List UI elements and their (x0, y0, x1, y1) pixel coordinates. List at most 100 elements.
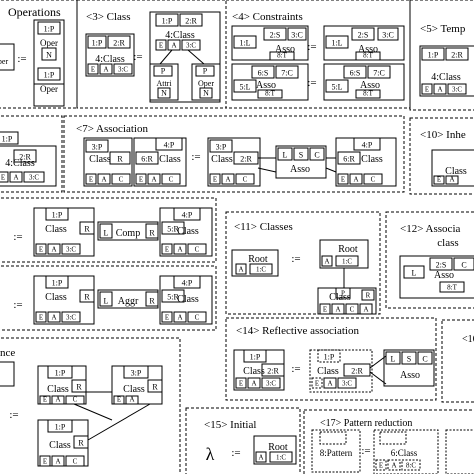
label-labels.a: A (55, 458, 60, 466)
connector-dep-3 (87, 403, 151, 441)
node-box-59 (85, 139, 109, 153)
title-classes: <11> Classes (234, 221, 293, 233)
label-labels.a: A (324, 258, 329, 266)
node-box-54 (13, 149, 37, 163)
label-labels.p1: 1:P (250, 353, 261, 362)
node-box-140 (403, 265, 425, 279)
label-labels.assign: := (231, 447, 240, 459)
label-labels.r2: 2:R (113, 39, 125, 48)
node-box-158 (401, 351, 417, 365)
label-labels.r6: 6:R (343, 155, 355, 164)
node-box-125 (249, 263, 273, 275)
node-box-175 (39, 455, 51, 467)
label-labels.c3: 3:C (66, 314, 76, 322)
node-box-15 (155, 39, 167, 51)
node-box-34 (377, 27, 399, 41)
label-labels.per: per (0, 57, 8, 66)
panel-composition (0, 197, 217, 263)
node-box-3 (41, 47, 57, 61)
title-template: <5> Temp (420, 23, 466, 35)
title-operations: Operations (8, 5, 61, 19)
node-box-185 (375, 459, 387, 471)
label-labels.class: Class (123, 384, 145, 395)
node-box-29 (287, 27, 307, 41)
label-labels.r: R (149, 297, 155, 306)
node-box-57 (23, 171, 45, 183)
label-labels.s6: 6:S (258, 69, 269, 78)
label-labels.r2: 2:R (451, 51, 463, 60)
label-labels.t8: 8:T (447, 284, 457, 292)
node-box-10 (99, 63, 113, 75)
label-labels.p1: 1:P (44, 71, 55, 80)
label-labels.asso: Asso (358, 44, 378, 55)
label-labels.p4: 4:P (182, 279, 193, 288)
label-labels.s2: 2:S (436, 261, 447, 270)
label-labels.c7: 7:C (373, 69, 385, 78)
label-labels.s: S (407, 355, 411, 364)
label-labels.c3: 3:C (291, 31, 303, 40)
label-labels.r2: 2:R (185, 17, 197, 26)
label-labels.e: E (165, 314, 169, 322)
panel-assoc-class (385, 211, 474, 309)
node-box-28 (263, 27, 287, 41)
panel-initial (185, 407, 301, 474)
node-box-33 (351, 27, 375, 41)
node-box-53 (0, 145, 57, 187)
node-box-79 (277, 147, 293, 161)
node-box-151 (311, 377, 323, 389)
node-box-27 (233, 35, 257, 49)
label-labels.a: A (101, 176, 106, 184)
label-labels.class4: 4:Class (95, 54, 125, 65)
label-labels.oper: Oper (40, 38, 58, 48)
label-labels.assign: := (191, 151, 200, 163)
label-labels.s: S (299, 151, 303, 160)
label-labels.c3: 3:C (66, 246, 76, 254)
node-box-7 (87, 35, 107, 49)
node-box-50 (433, 83, 447, 95)
node-box-109 (45, 275, 69, 289)
node-box-4 (37, 67, 61, 81)
label-labels.a: A (449, 176, 454, 184)
node-box-35 (355, 51, 381, 61)
label-labels.class: Class (49, 440, 71, 451)
label-labels.asso: Asso (256, 80, 276, 91)
label-labels.p1: 1:P (162, 17, 173, 26)
node-box-43 (343, 65, 367, 79)
node-box-44 (367, 65, 391, 79)
node-box-17 (181, 39, 201, 51)
label-labels.e: E (379, 462, 383, 470)
label-labels.c3: 3:C (266, 380, 276, 388)
node-box-22 (157, 87, 171, 99)
label-labels.assign: := (9, 409, 18, 421)
title-inheritance: <10> Inhe (420, 129, 466, 141)
label-labels.e: E (239, 380, 243, 388)
label-labels.e: E (425, 86, 429, 94)
node-box-121 (173, 311, 187, 323)
node-box-188 (445, 429, 474, 474)
node-box-152 (323, 377, 337, 389)
label-labels.r: R (76, 383, 82, 392)
node-box-131 (335, 287, 351, 299)
label-labels.class: Class (445, 166, 467, 177)
label-labels.a: A (353, 176, 358, 184)
connector-18 (159, 49, 173, 65)
node-box-186 (387, 459, 401, 471)
label-labels.c: C (169, 176, 174, 184)
node-box-134 (331, 303, 345, 315)
label-labels.comp: Comp (116, 228, 140, 239)
node-box-150 (343, 363, 371, 377)
title-assoc-class-line2: class (437, 237, 458, 249)
label-labels.assign: := (133, 51, 142, 63)
label-labels.l: L (391, 355, 396, 364)
node-box-177 (65, 455, 85, 467)
node-box-162 (47, 365, 73, 379)
label-labels.asso: Asso (434, 270, 454, 281)
node-box-187 (401, 459, 421, 471)
label-labels.r5: 5:R (167, 225, 179, 234)
node-box-46 (419, 45, 474, 97)
node-box-75 (235, 173, 255, 185)
label-labels.c1: 1:C (256, 266, 266, 274)
node-box-0 (0, 43, 15, 71)
node-box-81 (309, 147, 325, 161)
node-box-149 (317, 349, 341, 363)
